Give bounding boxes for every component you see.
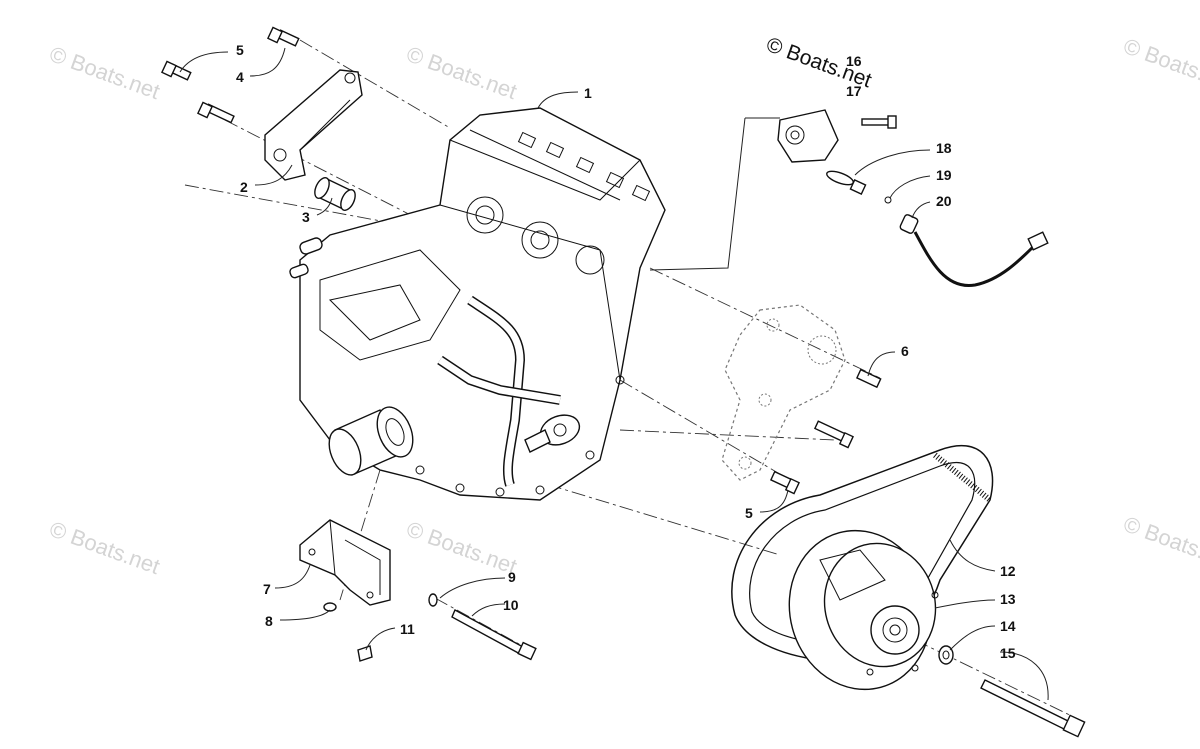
callout-18: 18 <box>936 140 952 156</box>
washer-part-14 <box>938 645 954 665</box>
callout-2: 2 <box>240 179 248 195</box>
clip-part-19 <box>884 196 892 204</box>
callout-9: 9 <box>508 569 516 585</box>
callout-5-right: 5 <box>745 505 753 521</box>
watermark-top-left: © Boats.net <box>46 41 163 104</box>
bolt-part-15 <box>980 679 1086 738</box>
callout-19: 19 <box>936 167 952 183</box>
bolt-part-10 <box>451 609 537 661</box>
callout-16: 16 <box>846 53 862 69</box>
washer-part-9 <box>428 593 438 607</box>
engine-assembly <box>289 107 666 501</box>
callout-13: 13 <box>1000 591 1016 607</box>
watermark-top-right: © Boats.net <box>1120 33 1200 96</box>
callout-15: 15 <box>1000 645 1016 661</box>
callout-3: 3 <box>302 209 310 225</box>
engine-bolts <box>415 375 625 497</box>
callout-17: 17 <box>846 83 862 99</box>
bolt-part-6 <box>855 368 882 389</box>
watermark-bottom-center: © Boats.net <box>403 516 520 579</box>
callout-labels: 1 2 3 4 5 5 6 7 8 9 10 11 12 13 14 15 16… <box>236 42 1016 661</box>
oring-part-18 <box>826 170 867 195</box>
bolt-part-5-right <box>769 470 800 495</box>
crankshaft-stub <box>524 414 581 453</box>
watermark-top-center: © Boats.net <box>403 41 520 104</box>
bolt-part-4 <box>267 26 300 47</box>
nut-part-11 <box>357 645 373 662</box>
spacer-part-3 <box>314 176 356 212</box>
callout-14: 14 <box>1000 618 1016 634</box>
watermark-bottom-right: © Boats.net <box>1120 511 1200 574</box>
sensor-part-16 <box>777 109 839 163</box>
callout-7: 7 <box>263 581 271 597</box>
watermark-bottom-left: © Boats.net <box>46 516 163 579</box>
leader-lines <box>179 47 1049 701</box>
screw-part-17 <box>861 115 897 129</box>
cam-caps <box>517 131 651 202</box>
mounting-plate-outline <box>721 304 846 481</box>
callout-10: 10 <box>503 597 519 613</box>
callout-1: 1 <box>584 85 592 101</box>
nut-part-8 <box>323 602 337 612</box>
clutch-part-13 <box>788 529 939 691</box>
callout-6: 6 <box>901 343 909 359</box>
callout-5-top: 5 <box>236 42 244 58</box>
engine-cylinders <box>466 196 605 275</box>
coolant-hoses <box>437 295 561 487</box>
callout-8: 8 <box>265 613 273 629</box>
mount-bolt-mid <box>813 420 854 449</box>
bracket-bolt <box>197 101 235 124</box>
water-outlet-fittings <box>289 237 323 279</box>
engine-bracket <box>264 69 363 181</box>
callout-12: 12 <box>1000 563 1016 579</box>
harness-part-20 <box>899 214 1049 287</box>
callout-20: 20 <box>936 193 952 209</box>
callout-11: 11 <box>400 621 415 637</box>
engine-mount-part-7 <box>299 519 391 606</box>
oil-filter <box>328 406 414 476</box>
callout-4: 4 <box>236 69 244 85</box>
